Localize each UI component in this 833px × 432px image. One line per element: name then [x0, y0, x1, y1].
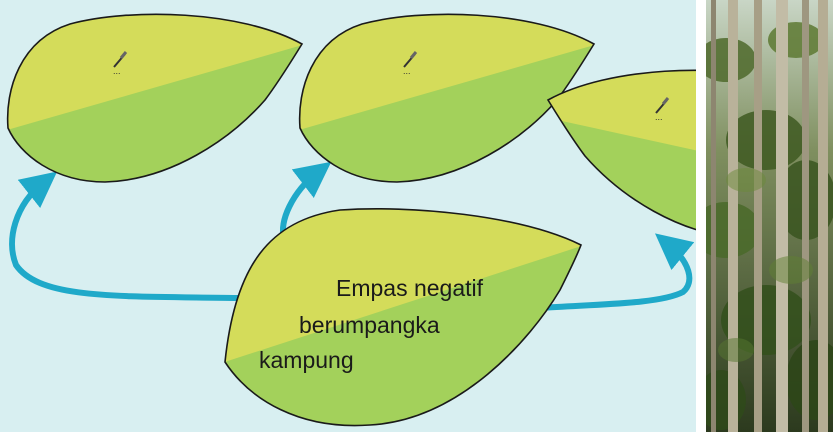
- pen-icon: ...: [403, 51, 418, 76]
- pen-icon: ...: [113, 51, 128, 76]
- leaf-left: ...: [6, 13, 304, 183]
- center-text-line-1: Empas negatif: [336, 275, 484, 301]
- svg-text:...: ...: [655, 112, 663, 122]
- diagram-panel: ... ... ...: [0, 0, 696, 432]
- forest-photo: [706, 0, 833, 432]
- diagram-canvas: ... ... ...: [6, 13, 696, 427]
- svg-text:...: ...: [403, 66, 411, 76]
- leaf-center: [224, 208, 583, 427]
- forest-image: [706, 0, 833, 432]
- arrow-to-right-leaf: [537, 233, 695, 311]
- arrow-to-left-leaf: [9, 171, 241, 301]
- svg-text:...: ...: [113, 66, 121, 76]
- center-text-line-3: kampung: [259, 347, 354, 373]
- pen-icon: ...: [655, 97, 670, 122]
- center-text-line-2: berumpangka: [299, 312, 440, 338]
